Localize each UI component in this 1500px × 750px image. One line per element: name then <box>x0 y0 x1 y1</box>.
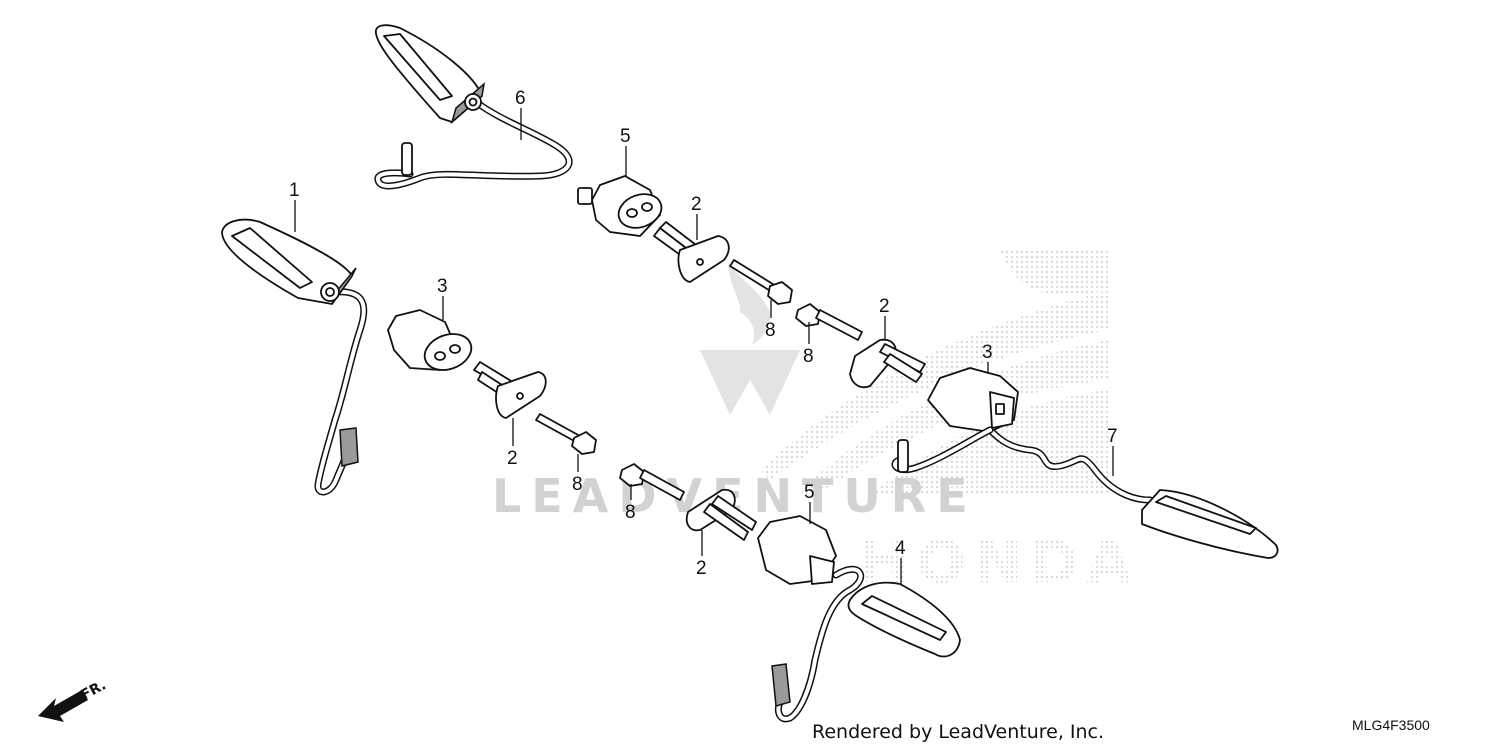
turn-signal-6[interactable] <box>374 24 573 190</box>
callout-3-left[interactable]: 3 <box>437 276 448 297</box>
turn-signal-1[interactable] <box>221 218 368 496</box>
bolt-8-c[interactable] <box>535 413 597 455</box>
callout-2-lower[interactable]: 2 <box>696 558 707 579</box>
callout-2-middle-left[interactable]: 2 <box>507 448 518 469</box>
render-credit: Rendered by LeadVenture, Inc. <box>812 721 1104 743</box>
leader-lines <box>294 108 1114 584</box>
callout-1[interactable]: 1 <box>289 180 300 201</box>
turn-signal-4[interactable] <box>771 565 961 723</box>
socket-5-upper[interactable] <box>577 175 666 237</box>
callout-2-upper[interactable]: 2 <box>691 194 702 215</box>
callout-2-middle-right[interactable]: 2 <box>879 296 890 317</box>
socket-3-right[interactable] <box>927 367 1019 433</box>
plate-2-middle-left[interactable] <box>473 361 547 419</box>
bolt-8-d[interactable] <box>619 463 685 501</box>
socket-3-left[interactable] <box>387 309 476 376</box>
plate-2-upper[interactable] <box>653 221 730 283</box>
plate-2-lower[interactable] <box>685 488 757 541</box>
callout-8-c[interactable]: 8 <box>572 474 583 495</box>
diagram-code: MLG4F3500 <box>1352 717 1430 733</box>
front-arrow-icon <box>38 690 88 722</box>
callout-labels: 6 1 5 2 3 8 8 2 3 2 8 8 2 5 4 7 <box>289 88 1118 579</box>
bolt-8-a[interactable] <box>729 259 793 305</box>
callout-5-upper[interactable]: 5 <box>620 126 631 147</box>
callout-3-right[interactable]: 3 <box>982 342 993 363</box>
honda-watermark-text: HONDA <box>860 528 1139 596</box>
front-label: FR. <box>78 677 108 703</box>
plate-2-middle-right[interactable] <box>849 338 926 389</box>
callout-8-b[interactable]: 8 <box>803 346 814 367</box>
socket-5-lower[interactable] <box>757 515 837 585</box>
front-direction-indicator: FR. <box>38 677 109 722</box>
callout-4[interactable]: 4 <box>895 538 906 559</box>
callout-7[interactable]: 7 <box>1107 426 1118 447</box>
turn-signal-7[interactable] <box>891 426 1279 559</box>
callout-6[interactable]: 6 <box>515 88 526 109</box>
callout-5-lower[interactable]: 5 <box>804 482 815 503</box>
bolt-8-b[interactable] <box>795 303 863 341</box>
callout-8-d[interactable]: 8 <box>625 502 636 523</box>
callout-8-a[interactable]: 8 <box>765 320 776 341</box>
